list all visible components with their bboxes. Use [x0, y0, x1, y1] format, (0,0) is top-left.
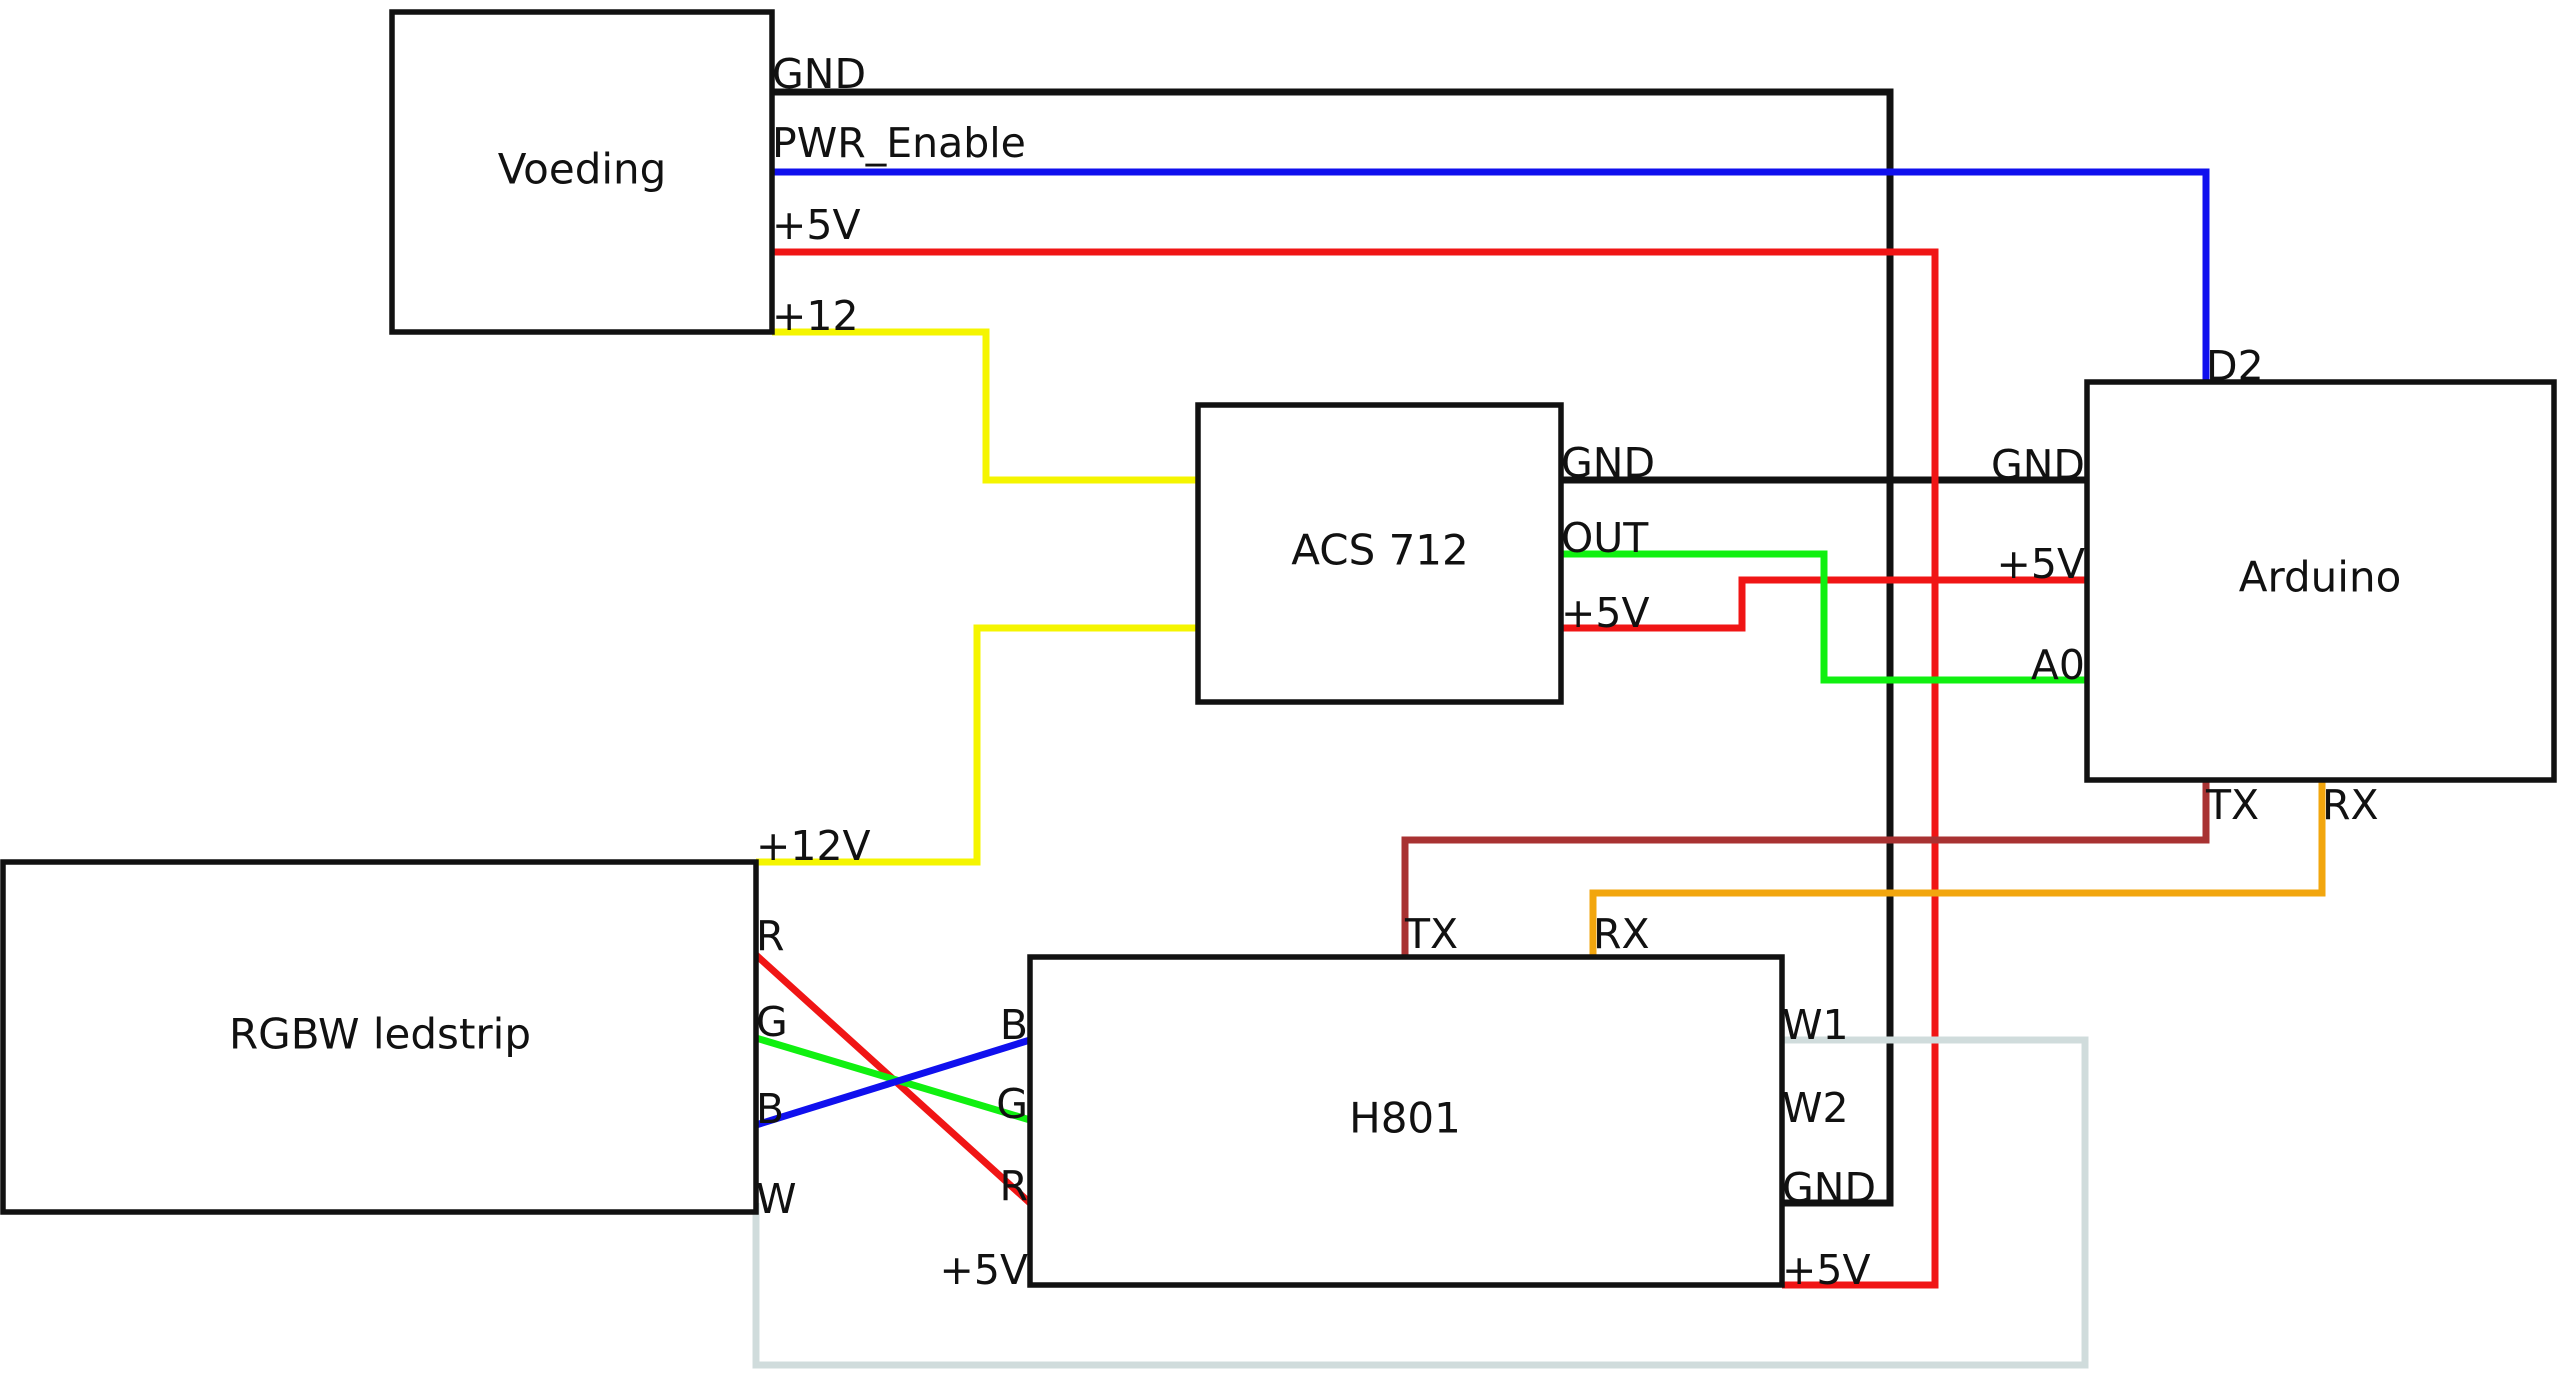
pin-h801-w1: W1 — [1782, 1001, 1849, 1049]
block-voeding-title: Voeding — [498, 145, 667, 194]
pin-h801-gnd: GND — [1782, 1164, 1876, 1212]
wire-12v-voeding-acs712 — [772, 328, 1198, 484]
pin-ledstrip-12v: +12V — [756, 822, 871, 870]
pin-voeding-pwr-enable: PWR_Enable — [772, 119, 1026, 167]
pin-acs712-out: OUT — [1561, 514, 1649, 562]
block-h801-title: H801 — [1349, 1094, 1461, 1143]
block-voeding: Voeding — [389, 9, 775, 335]
pin-arduino-rx: RX — [2322, 781, 2379, 829]
pin-arduino-tx: TX — [2205, 781, 2259, 829]
pin-acs712-gnd: GND — [1561, 439, 1655, 487]
block-acs712: ACS 712 — [1195, 402, 1564, 705]
wire-5v-acs712-arduino — [1561, 576, 2087, 632]
wire-gnd-voeding-h801 — [772, 88, 1894, 1207]
block-ledstrip: RGBW ledstrip — [0, 859, 759, 1215]
pin-h801-g: G — [996, 1080, 1028, 1128]
pin-ledstrip-r: R — [756, 912, 785, 960]
pin-arduino-d2: D2 — [2206, 342, 2264, 390]
pin-acs712-5v: +5V — [1561, 589, 1650, 637]
pin-voeding-5v: +5V — [772, 201, 861, 249]
pin-voeding-12: +12 — [772, 292, 859, 340]
pin-arduino-5v: +5V — [1997, 540, 2086, 588]
pin-ledstrip-b: B — [756, 1085, 784, 1133]
wire-12v-acs712-ledstrip — [756, 624, 1198, 866]
pin-h801-5v-left: +5V — [940, 1246, 1029, 1294]
block-arduino-title: Arduino — [2239, 553, 2402, 602]
pin-h801-tx: TX — [1404, 910, 1458, 958]
pin-ledstrip-w: W — [756, 1175, 797, 1223]
wire-pwr-enable-d2 — [772, 168, 2210, 382]
block-ledstrip-title: RGBW ledstrip — [229, 1010, 531, 1059]
wire-out-a0 — [1561, 550, 2087, 684]
pin-h801-r: R — [1000, 1162, 1029, 1210]
block-arduino: Arduino — [2084, 379, 2557, 783]
pin-h801-b: B — [1000, 1001, 1028, 1049]
pin-h801-w2: W2 — [1782, 1084, 1849, 1132]
pin-h801-rx: RX — [1593, 910, 1650, 958]
wire-rx — [1589, 780, 2326, 957]
wire-b — [754, 1036, 1032, 1129]
pin-arduino-gnd: GND — [1991, 441, 2085, 489]
pin-ledstrip-g: G — [756, 998, 788, 1046]
pin-arduino-a0: A0 — [2031, 641, 2085, 689]
pin-voeding-gnd: GND — [772, 50, 866, 98]
wire-tx — [1401, 780, 2210, 957]
block-h801: H801 — [1027, 954, 1785, 1288]
block-acs712-title: ACS 712 — [1291, 526, 1469, 575]
wire-5v-voeding-h801 — [772, 248, 1939, 1289]
wire-w — [752, 1036, 2089, 1369]
pin-h801-5v-right: +5V — [1782, 1246, 1871, 1294]
